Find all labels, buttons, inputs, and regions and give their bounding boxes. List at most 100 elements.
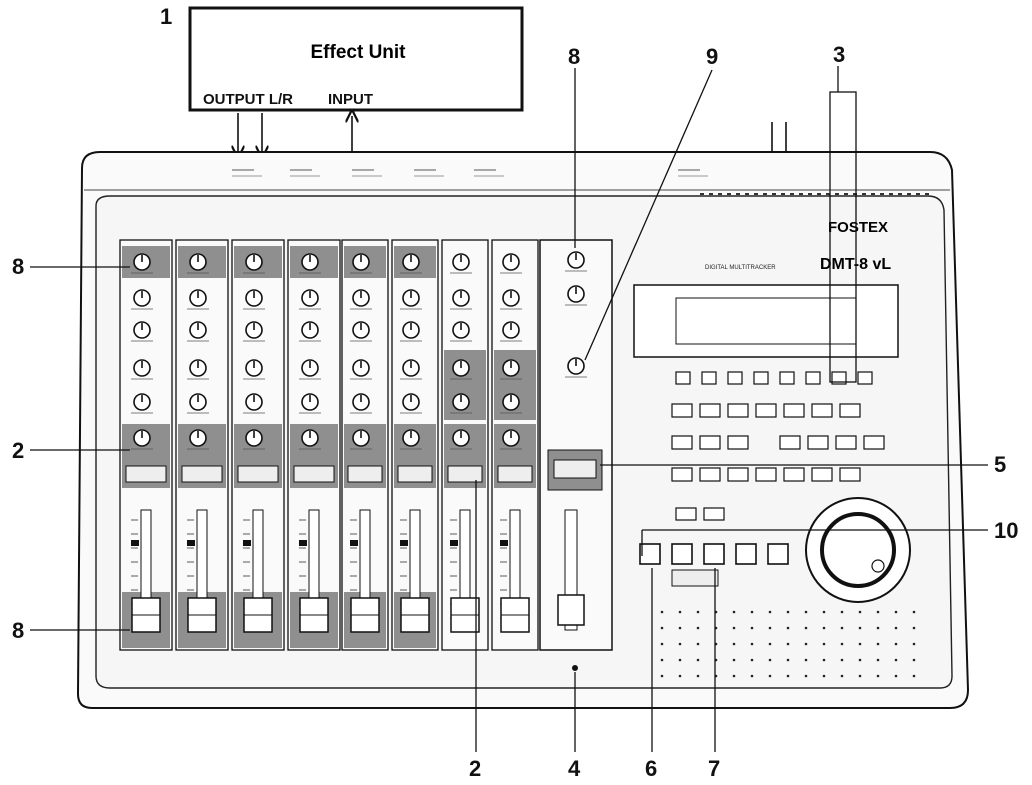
lcd-screen <box>676 298 856 344</box>
speaker-hole <box>697 627 700 630</box>
locate-button[interactable] <box>676 508 696 520</box>
record-select-button[interactable] <box>676 372 690 384</box>
transport-button[interactable] <box>704 544 724 564</box>
transport-label-plate <box>672 570 718 586</box>
edge-dot <box>799 193 803 195</box>
speaker-hole <box>859 659 862 662</box>
speaker-hole <box>769 611 772 614</box>
transport-button[interactable] <box>736 544 756 564</box>
input-select-switch[interactable] <box>448 466 482 482</box>
locate-button[interactable] <box>704 508 724 520</box>
input-select-switch[interactable] <box>348 466 382 482</box>
speaker-hole <box>751 659 754 662</box>
function-button[interactable] <box>864 436 884 449</box>
input-select-switch[interactable] <box>294 466 334 482</box>
channel-strip-7 <box>442 240 488 650</box>
speaker-hole <box>679 627 682 630</box>
function-button[interactable] <box>672 404 692 417</box>
function-button[interactable] <box>812 404 832 417</box>
function-button[interactable] <box>780 436 800 449</box>
edge-dot <box>898 193 902 195</box>
record-select-button[interactable] <box>806 372 820 384</box>
speaker-hole <box>805 659 808 662</box>
function-button[interactable] <box>836 436 856 449</box>
record-select-button[interactable] <box>728 372 742 384</box>
callout-3: 3 <box>833 42 845 67</box>
function-button[interactable] <box>728 404 748 417</box>
speaker-hole <box>805 643 808 646</box>
function-button[interactable] <box>700 404 720 417</box>
function-button[interactable] <box>672 436 692 449</box>
edge-dot <box>835 193 839 195</box>
speaker-hole <box>697 611 700 614</box>
speaker-hole <box>859 643 862 646</box>
function-button[interactable] <box>784 468 804 481</box>
speaker-hole <box>841 643 844 646</box>
monitor-select-switch[interactable] <box>554 460 596 478</box>
callout-9: 9 <box>706 44 718 69</box>
transport-button[interactable] <box>768 544 788 564</box>
edge-dot <box>790 193 794 195</box>
function-button[interactable] <box>756 468 776 481</box>
speaker-hole <box>913 659 916 662</box>
input-label: INPUT <box>328 91 373 108</box>
input-select-switch[interactable] <box>182 466 222 482</box>
speaker-hole <box>805 627 808 630</box>
speaker-hole <box>697 675 700 678</box>
function-button[interactable] <box>756 404 776 417</box>
edge-dot <box>916 193 920 195</box>
edge-dot <box>727 193 731 195</box>
level-marker <box>243 540 251 546</box>
input-select-switch[interactable] <box>126 466 166 482</box>
function-button[interactable] <box>840 404 860 417</box>
function-button[interactable] <box>672 468 692 481</box>
speaker-hole <box>913 627 916 630</box>
level-marker <box>350 540 358 546</box>
function-button[interactable] <box>840 468 860 481</box>
record-select-button[interactable] <box>754 372 768 384</box>
speaker-hole <box>787 627 790 630</box>
speaker-hole <box>769 659 772 662</box>
speaker-hole <box>841 611 844 614</box>
function-button[interactable] <box>728 468 748 481</box>
function-button[interactable] <box>812 468 832 481</box>
jog-dial[interactable] <box>822 514 894 586</box>
effect-unit-title: Effect Unit <box>311 42 407 63</box>
function-button[interactable] <box>700 436 720 449</box>
edge-dot <box>808 193 812 195</box>
transport-button[interactable] <box>640 544 660 564</box>
phones-jack[interactable] <box>572 665 578 671</box>
callout-4: 4 <box>568 756 581 780</box>
edge-dot <box>907 193 911 195</box>
level-marker <box>131 540 139 546</box>
transport-button[interactable] <box>672 544 692 564</box>
effect-unit: Effect Unit OUTPUT L/R INPUT <box>190 8 522 110</box>
channel-strip-3 <box>232 240 284 650</box>
record-select-button[interactable] <box>702 372 716 384</box>
speaker-hole <box>895 675 898 678</box>
speaker-hole <box>751 675 754 678</box>
record-select-button[interactable] <box>780 372 794 384</box>
edge-dot <box>736 193 740 195</box>
speaker-hole <box>823 659 826 662</box>
record-select-button[interactable] <box>858 372 872 384</box>
function-button[interactable] <box>808 436 828 449</box>
input-select-switch[interactable] <box>238 466 278 482</box>
master-fader-knob[interactable] <box>558 595 584 625</box>
input-select-switch[interactable] <box>398 466 432 482</box>
function-button[interactable] <box>728 436 748 449</box>
callout-10: 10 <box>994 518 1018 543</box>
callout-8-left-top: 8 <box>12 254 24 279</box>
speaker-hole <box>805 675 808 678</box>
function-button[interactable] <box>700 468 720 481</box>
speaker-hole <box>895 627 898 630</box>
channel-strip-2 <box>176 240 228 650</box>
edge-dot <box>718 193 722 195</box>
level-marker <box>500 540 508 546</box>
speaker-hole <box>913 643 916 646</box>
speaker-hole <box>913 611 916 614</box>
function-button[interactable] <box>784 404 804 417</box>
speaker-hole <box>751 611 754 614</box>
input-select-switch[interactable] <box>498 466 532 482</box>
